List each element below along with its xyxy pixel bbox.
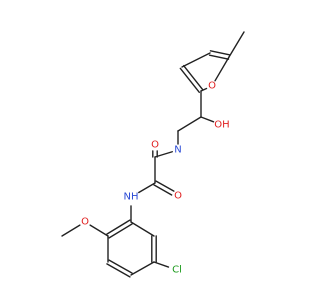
single-bond-Ar4-Ar5 xyxy=(130,261,155,276)
double-bond-Ar3-Ar4 xyxy=(106,259,133,278)
bond-line xyxy=(153,184,173,196)
molecule-structure-diagram: O OH N O O NH O Cl xyxy=(61,31,245,278)
bond-line xyxy=(89,224,109,237)
double-bond-C_ox2-O_ox2 xyxy=(153,180,175,196)
single-bond-C5f-Of xyxy=(214,56,230,82)
single-bond-Ar2-O_me xyxy=(89,224,109,237)
atom-label-Cl: Cl xyxy=(172,265,182,276)
bond-line xyxy=(209,50,231,56)
atom-label-OH: OH xyxy=(214,120,229,131)
bond-line xyxy=(181,52,211,68)
bond-line xyxy=(228,31,245,58)
single-bond-Ar5-Cl xyxy=(153,261,170,268)
bond-line xyxy=(106,263,131,278)
atom-label-O_ox2: O xyxy=(174,191,182,202)
atom-label-N2: NH xyxy=(124,192,139,203)
bond-line xyxy=(200,87,208,92)
bond-line xyxy=(61,224,81,237)
double-bond-Ar5-Ar6 xyxy=(151,235,157,263)
bond-line xyxy=(214,56,230,82)
single-bond-CHOH-CH2 xyxy=(177,116,202,132)
atom-label-O_me: O xyxy=(81,217,89,228)
bond-line xyxy=(179,67,200,94)
bond-line xyxy=(138,182,156,194)
bond-line xyxy=(177,116,202,132)
bond-line xyxy=(106,219,131,235)
atom-label-O_ox1: O xyxy=(151,140,159,151)
double-bond-C_ox1-O_ox1 xyxy=(152,150,158,158)
single-bond-C_me-C5f xyxy=(228,31,245,58)
atom-label-Of: O xyxy=(208,81,216,92)
single-bond-C_ox2-N2 xyxy=(138,182,156,194)
bond-line xyxy=(153,261,170,268)
single-bond-Ar6-Ar1 xyxy=(130,221,155,237)
bond-line xyxy=(155,180,175,192)
bond-line xyxy=(200,116,215,123)
bond-line xyxy=(183,64,204,91)
atom-label-N1: N xyxy=(174,145,181,156)
single-bond-CHOH-OH xyxy=(200,116,215,123)
bond-line xyxy=(108,259,133,274)
single-bond-Of-C2f xyxy=(200,87,208,92)
bond-line xyxy=(130,221,155,237)
single-bond-O_me-C_ome xyxy=(61,224,81,237)
double-bond-C4f-C5f xyxy=(208,50,231,60)
bond-line xyxy=(208,54,230,60)
bond-line xyxy=(108,223,133,239)
bond-line xyxy=(130,261,155,276)
double-bond-C2f-C3f xyxy=(179,64,204,94)
bonds-layer xyxy=(61,31,245,278)
atom-labels-layer: O OH N O O NH O Cl xyxy=(81,81,230,276)
single-bond-C3f-C4f xyxy=(181,52,211,68)
double-bond-Ar1-Ar2 xyxy=(106,219,133,239)
